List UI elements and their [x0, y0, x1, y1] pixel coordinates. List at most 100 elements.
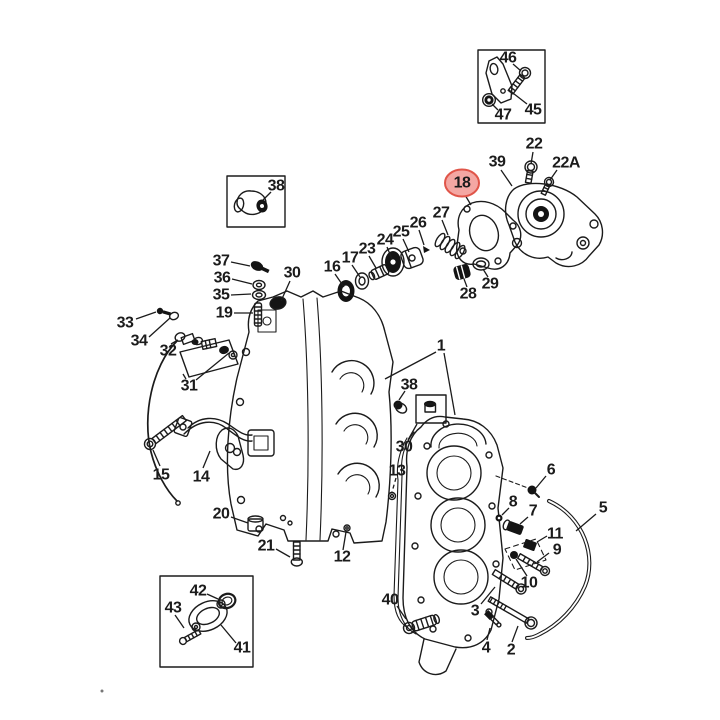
callout-label[interactable]: 22: [526, 136, 544, 153]
callout-4[interactable]: 4: [482, 627, 492, 657]
callout-35[interactable]: 35: [213, 287, 252, 304]
callout-label[interactable]: 20: [213, 506, 231, 523]
callout-label[interactable]: 38: [268, 178, 286, 195]
callout-16[interactable]: 16: [324, 259, 345, 288]
callout-label[interactable]: 23: [359, 241, 377, 258]
callout-label[interactable]: 4: [482, 640, 492, 657]
callout-label[interactable]: 1: [437, 338, 447, 355]
callout-8[interactable]: 8: [501, 494, 519, 516]
callout-19[interactable]: 19: [216, 305, 253, 322]
callout-label[interactable]: 14: [193, 469, 211, 486]
callout-17[interactable]: 17: [342, 250, 361, 278]
callout-7[interactable]: 7: [519, 503, 539, 525]
callout-label[interactable]: 19: [216, 305, 234, 322]
callout-38[interactable]: 38: [398, 377, 419, 401]
callout-40[interactable]: 40: [382, 592, 407, 620]
callout-37[interactable]: 37: [213, 253, 251, 270]
callout-label[interactable]: 37: [213, 253, 231, 270]
callout-41[interactable]: 41: [220, 624, 252, 657]
callout-46[interactable]: 46: [500, 50, 522, 72]
callout-5[interactable]: 5: [575, 500, 609, 532]
callout-13[interactable]: 13: [389, 463, 407, 493]
callout-9[interactable]: 9: [536, 542, 563, 563]
callout-label[interactable]: 6: [547, 462, 557, 479]
callout-label[interactable]: 28: [460, 286, 478, 303]
callout-18[interactable]: 18: [444, 168, 480, 206]
callout-label[interactable]: 30: [396, 439, 414, 456]
callout-label[interactable]: 33: [117, 315, 135, 332]
callout-3[interactable]: 3: [471, 586, 496, 620]
callout-24[interactable]: 24: [377, 232, 395, 260]
callout-36[interactable]: 36: [214, 270, 253, 287]
callout-20[interactable]: 20: [213, 506, 249, 524]
callout-label[interactable]: 30: [284, 265, 302, 282]
callout-label[interactable]: 21: [258, 538, 276, 555]
callout-32[interactable]: 32: [160, 339, 179, 360]
callout-label[interactable]: 10: [521, 575, 539, 592]
callout-label[interactable]: 43: [165, 600, 183, 617]
callout-label[interactable]: 42: [190, 583, 208, 600]
callout-label[interactable]: 5: [599, 500, 609, 517]
callout-25[interactable]: 25: [393, 224, 411, 253]
callout-label[interactable]: 38: [401, 377, 419, 394]
callout-label[interactable]: 35: [213, 287, 231, 304]
callout-14[interactable]: 14: [193, 450, 211, 486]
callout-label[interactable]: 39: [489, 154, 507, 171]
callout-label[interactable]: 22A: [552, 155, 581, 172]
callout-label[interactable]: 24: [377, 232, 395, 249]
callout-39[interactable]: 39: [489, 154, 513, 187]
callout-label[interactable]: 11: [547, 526, 564, 543]
callout-1[interactable]: 1: [384, 338, 456, 416]
callout-label[interactable]: 3: [471, 603, 481, 620]
callout-label[interactable]: 18: [454, 175, 472, 192]
callout-28[interactable]: 28: [460, 278, 478, 303]
bolt-2: [487, 596, 538, 630]
callout-22a[interactable]: 22A: [549, 155, 581, 181]
callout-31[interactable]: 31: [181, 352, 230, 395]
callout-26[interactable]: 26: [410, 215, 428, 246]
callout-label[interactable]: 34: [131, 333, 149, 350]
callout-22[interactable]: 22: [526, 136, 544, 165]
callout-21[interactable]: 21: [258, 538, 291, 558]
callout-label[interactable]: 2: [507, 642, 517, 659]
callout-label[interactable]: 36: [214, 270, 232, 287]
callout-label[interactable]: 17: [342, 250, 360, 267]
callout-30[interactable]: 30: [280, 265, 302, 302]
callout-33[interactable]: 33: [117, 311, 157, 332]
callout-label[interactable]: 27: [433, 205, 451, 222]
callout-label[interactable]: 31: [181, 378, 199, 395]
callout-10[interactable]: 10: [515, 558, 539, 592]
callout-label[interactable]: 32: [160, 343, 178, 360]
callout-38[interactable]: 38: [262, 178, 286, 201]
callout-label[interactable]: 15: [153, 467, 171, 484]
callout-label[interactable]: 41: [234, 640, 252, 657]
callout-label[interactable]: 8: [509, 494, 519, 511]
callout-34[interactable]: 34: [131, 317, 171, 350]
callout-label[interactable]: 45: [525, 102, 543, 119]
callout-label[interactable]: 46: [500, 50, 518, 67]
callout-label[interactable]: 9: [553, 542, 563, 559]
callout-label[interactable]: 40: [382, 592, 400, 609]
highlight-ellipse[interactable]: [444, 168, 480, 198]
callout-23[interactable]: 23: [359, 241, 377, 269]
callout-label[interactable]: 13: [389, 463, 407, 480]
callout-label[interactable]: 29: [482, 276, 500, 293]
callout-label[interactable]: 12: [334, 549, 352, 566]
callout-label[interactable]: 25: [393, 224, 411, 241]
callout-15[interactable]: 15: [152, 449, 171, 484]
callout-12[interactable]: 12: [334, 531, 352, 566]
callout-45[interactable]: 45: [508, 89, 543, 119]
callout-label[interactable]: 47: [495, 107, 513, 124]
callout-label[interactable]: 26: [410, 215, 428, 232]
callout-label[interactable]: 16: [324, 259, 342, 276]
callout-30[interactable]: 30: [396, 423, 418, 456]
callout-2[interactable]: 2: [507, 625, 519, 659]
callout-label[interactable]: 7: [529, 503, 539, 520]
callout-42[interactable]: 42: [190, 583, 219, 600]
callout-27[interactable]: 27: [433, 205, 451, 236]
callout-6[interactable]: 6: [535, 462, 557, 489]
callout-47[interactable]: 47: [491, 103, 513, 124]
callout-29[interactable]: 29: [482, 268, 500, 293]
callout-43[interactable]: 43: [165, 600, 185, 629]
callout-11[interactable]: 11: [536, 526, 564, 543]
